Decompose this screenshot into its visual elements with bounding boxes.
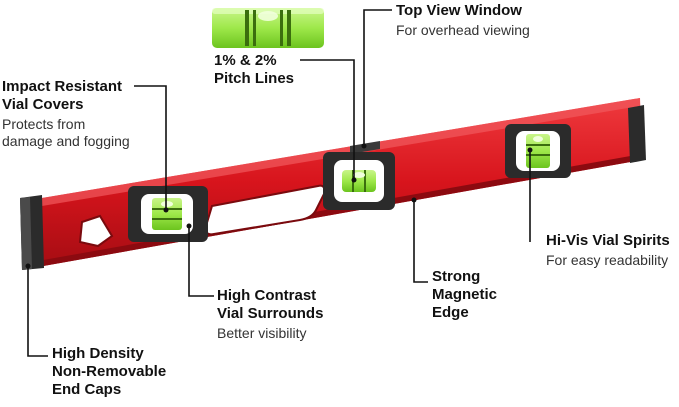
callout-title-line1: High Contrast [217,287,317,304]
callout-title-line1: Impact Resistant [2,78,123,95]
vial-left [128,186,208,242]
callout-top-view-window: Top View Window For overhead viewing [396,2,530,39]
end-cap-left [20,195,44,270]
end-cap-right [628,105,646,163]
callout-desc-line1: Protects from [2,116,86,132]
callout-title-line2: Magnetic [432,286,498,303]
callout-title: Top View Window [396,2,522,19]
callout-desc-line2: damage and fogging [2,132,130,149]
callout-end-caps: High Density Non-Removable End Caps [52,345,166,399]
vial-center [323,152,395,210]
callout-pitch-lines: 1% & 2% Pitch Lines [214,52,294,88]
callout-title-line3: Edge [432,304,469,321]
callout-high-contrast: High Contrast Vial Surrounds Better visi… [217,287,323,342]
vial-right [505,124,571,178]
callout-title-line1: High Density [52,345,144,362]
callout-desc: For easy readability [546,252,669,268]
leader-dots [25,143,533,269]
callout-hi-vis: Hi-Vis Vial Spirits For easy readability [546,232,670,269]
callout-title-line2: Vial Covers [2,96,84,113]
callout-impact-resistant: Impact Resistant Vial Covers Protects fr… [2,78,130,150]
callout-magnetic-edge: Strong Magnetic Edge [432,268,497,322]
pitch-lines-vial-icon [212,8,324,48]
callout-title-line1: 1% & 2% [214,52,277,69]
callout-title-line1: Strong [432,268,481,285]
callout-title-line2: Pitch Lines [214,70,295,87]
callout-title-line3: End Caps [52,381,122,398]
callout-desc: Better visibility [217,325,307,341]
callout-title-line2: Vial Surrounds [217,305,324,322]
leader-lines [27,9,531,357]
callout-title-line2: Non-Removable [52,363,167,380]
callout-title: Hi-Vis Vial Spirits [546,232,670,249]
callout-desc: For overhead viewing [396,22,530,38]
hand-grip-cutouts [78,184,326,248]
